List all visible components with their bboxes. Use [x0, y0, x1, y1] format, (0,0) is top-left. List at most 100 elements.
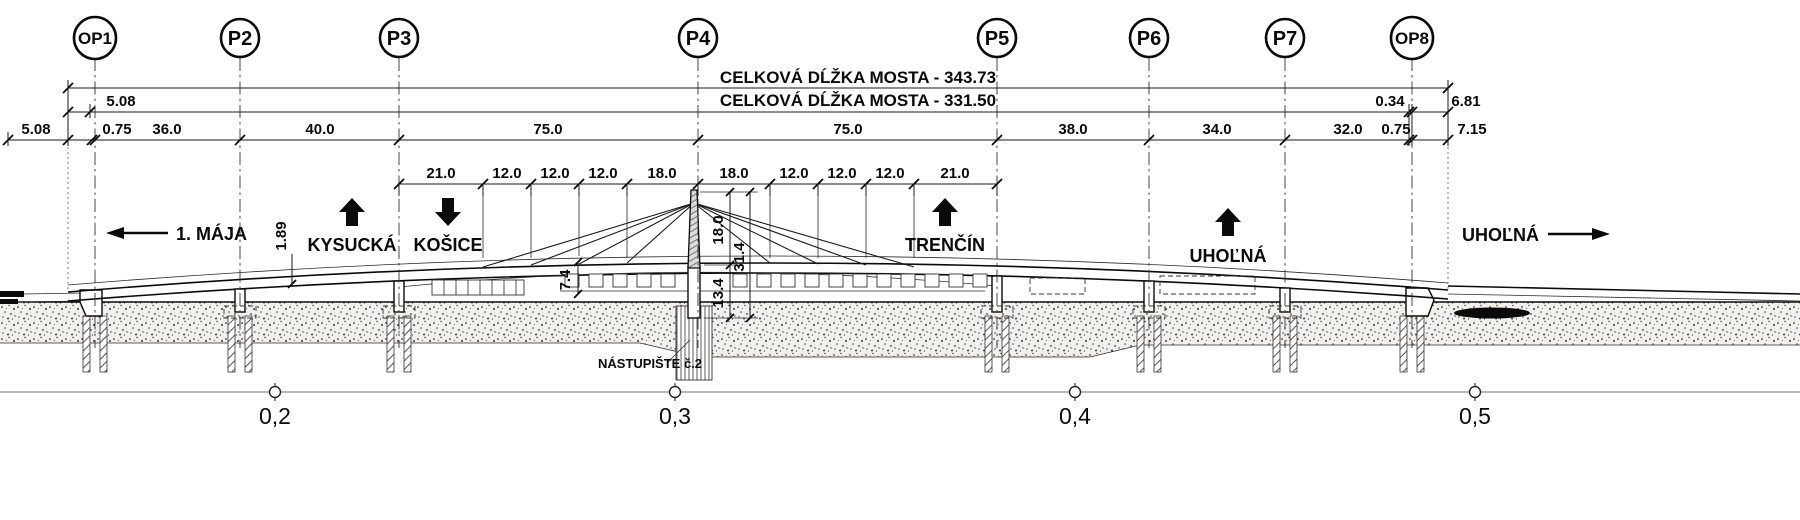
pier-label: P6	[1137, 28, 1161, 50]
segment-dim-label: 12.0	[827, 165, 856, 182]
span-dim-label: 34.0	[1202, 121, 1231, 138]
vertical-dim-label: 7.4	[557, 269, 574, 291]
pile	[1001, 315, 1010, 373]
direction-label-kosice: KOŠICE	[413, 234, 482, 255]
dim-label: 6.81	[1451, 93, 1480, 110]
dimension-tick	[725, 187, 735, 197]
station-platform-structures	[431, 273, 1256, 296]
pier-label: P3	[387, 28, 411, 50]
pylon-and-cables	[482, 189, 915, 319]
pylon	[687, 189, 701, 269]
station-label: 0,3	[659, 403, 691, 429]
dimension-tick	[573, 257, 583, 267]
span-dim-label: 36.0	[152, 121, 181, 138]
west-arrow-icon	[106, 227, 124, 239]
pile	[984, 315, 993, 373]
dimension-tick	[234, 134, 246, 146]
hidden-structure-outline	[1159, 275, 1256, 295]
station-marker-icon	[1468, 385, 1482, 399]
dimension-tick	[725, 313, 735, 323]
platform-structure	[828, 273, 844, 288]
span-dim-label: 0.75	[1381, 121, 1410, 138]
pier-label: P4	[686, 28, 711, 50]
dimension-tick	[745, 313, 755, 323]
vertical-dim-label: 13.4	[710, 278, 727, 308]
uholna-up-arrow-icon	[1215, 208, 1241, 236]
direction-texts: 1. MÁJA KYSUCKÁ KOŠICE TRENČÍN UHOĽNÁ UH…	[176, 223, 1539, 266]
segment-dim-label: 12.0	[875, 165, 904, 182]
station-label: 0,2	[259, 403, 291, 429]
dimension-tick	[1143, 134, 1155, 146]
span-dim-label: 32.0	[1333, 121, 1362, 138]
vertical-dim-label: 31.4	[731, 242, 748, 272]
substructure	[431, 279, 525, 296]
pile	[82, 315, 91, 373]
dimension-tick	[89, 134, 101, 146]
dimension-tick	[991, 134, 1003, 146]
dimension-tick	[692, 134, 704, 146]
platform-structure	[924, 273, 940, 288]
pile	[1416, 315, 1425, 373]
cable-stay	[626, 202, 695, 264]
cable-stay	[482, 202, 695, 268]
east-arrow-icon	[1592, 228, 1610, 240]
pier-label: OP8	[1395, 29, 1429, 48]
dimension-lines	[2, 80, 1454, 258]
pier-bubble-p3	[378, 17, 420, 59]
pier-bubble-op8	[1389, 15, 1435, 61]
right-embankment-fill	[1454, 307, 1530, 319]
platform-structure	[804, 273, 820, 288]
deck-railing-line	[67, 255, 1449, 286]
station-label: 0,5	[1459, 403, 1491, 429]
dim-label: 0.34	[1375, 93, 1405, 110]
direction-label-kysucka: KYSUCKÁ	[307, 234, 396, 255]
segment-dim-label: 21.0	[426, 165, 455, 182]
station-labels: 0,2 0,3 0,4 0,5	[259, 403, 1491, 429]
dimension-texts: CELKOVÁ DĹŽKA MOSTA - 343.73 CELKOVÁ DĹŽ…	[21, 68, 1486, 308]
span-dim-label: 75.0	[833, 121, 862, 138]
terrain-bottom-line	[0, 342, 1800, 358]
cable-stay	[693, 202, 915, 268]
terrain	[0, 301, 1800, 358]
dimension-tick	[725, 260, 735, 270]
chainage-axis	[0, 383, 1800, 401]
span-dim-label: 40.0	[305, 121, 334, 138]
dimension-tick	[86, 134, 98, 146]
platform-leader-line	[666, 339, 691, 364]
direction-label-maja: 1. MÁJA	[176, 223, 247, 244]
pile	[386, 315, 395, 373]
left-approach-line	[23, 292, 85, 295]
platform-structure	[948, 273, 964, 288]
platform-structure	[564, 273, 580, 288]
pile	[1289, 315, 1298, 373]
station-label: 0,4	[1059, 403, 1091, 429]
platform-annotation: NÁSTUPIŠTE č.2	[598, 356, 702, 371]
station-marker-icon	[668, 385, 682, 399]
station-marker-icon	[1068, 385, 1082, 399]
dim-label: 5.08	[106, 93, 135, 110]
segment-dim-label: 12.0	[492, 165, 521, 182]
pile	[99, 315, 108, 373]
right-approach-line	[1447, 285, 1800, 295]
left-pavement-bar	[0, 291, 24, 297]
pier-bubble-p4	[677, 17, 719, 59]
station-marker-icon	[268, 385, 282, 399]
pier-bubbles: OP1 P2 P3 P4 P5 P6 P7 OP8	[72, 15, 1435, 61]
dimension-tick	[745, 187, 755, 197]
pile	[1399, 315, 1408, 373]
segment-dim-label: 12.0	[779, 165, 808, 182]
platform-structure	[612, 273, 628, 288]
cable-stay	[530, 202, 695, 266]
direction-arrows	[106, 198, 1610, 240]
platform-structure	[660, 273, 676, 288]
cable-stay	[693, 202, 771, 264]
span-dim-label: 7.15	[1457, 121, 1486, 138]
pier-label: P5	[985, 28, 1009, 50]
kosice-down-arrow-icon	[435, 198, 461, 226]
vertical-dim-label: 18.0	[710, 215, 727, 244]
dimension-tick	[573, 289, 583, 299]
platform-structure	[900, 273, 916, 288]
pier-bubble-p7	[1264, 17, 1306, 59]
abutment-op8	[1405, 287, 1435, 317]
